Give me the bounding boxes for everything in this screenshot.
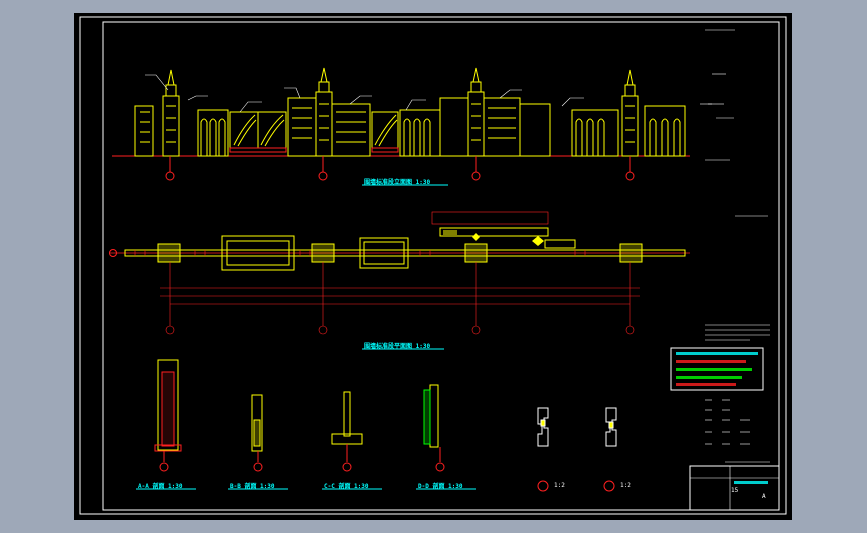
outer-frame <box>79 16 787 515</box>
detail-1-scale: 1:2 <box>554 482 565 489</box>
section-b-title: B-B 剖面 1:30 <box>230 483 275 490</box>
plan-title: 围墙标准段平面图 1:30 <box>364 343 431 350</box>
title-block <box>689 465 780 511</box>
section-a-a <box>154 359 182 472</box>
titleblock-number: A <box>762 493 766 500</box>
drawing-sheet <box>74 13 792 520</box>
elevation-title: 围墙标准段立面图 1:30 <box>364 179 431 186</box>
detail-2-scale: 1:2 <box>620 482 631 489</box>
detail-1 <box>537 407 549 492</box>
legend-box <box>670 347 764 391</box>
section-d-d <box>423 384 445 472</box>
section-c-title: C-C 剖面 1:30 <box>324 483 369 490</box>
elevation-axis-markers <box>165 156 635 181</box>
inner-frame <box>102 21 780 511</box>
wall-elevation <box>112 67 690 157</box>
section-d-title: D-D 剖面 1:30 <box>418 483 463 490</box>
plan-dimensions <box>160 262 640 335</box>
notes-area <box>705 29 770 341</box>
detail-2 <box>603 407 617 492</box>
titleblock-sheet: 15 <box>731 487 739 494</box>
wall-plan <box>109 211 690 271</box>
legend-list <box>705 399 770 463</box>
section-c-c <box>331 391 363 472</box>
section-a-title: A-A 剖面 1:30 <box>138 483 183 490</box>
elevation-annotations <box>145 74 712 113</box>
section-b-b <box>251 394 263 472</box>
